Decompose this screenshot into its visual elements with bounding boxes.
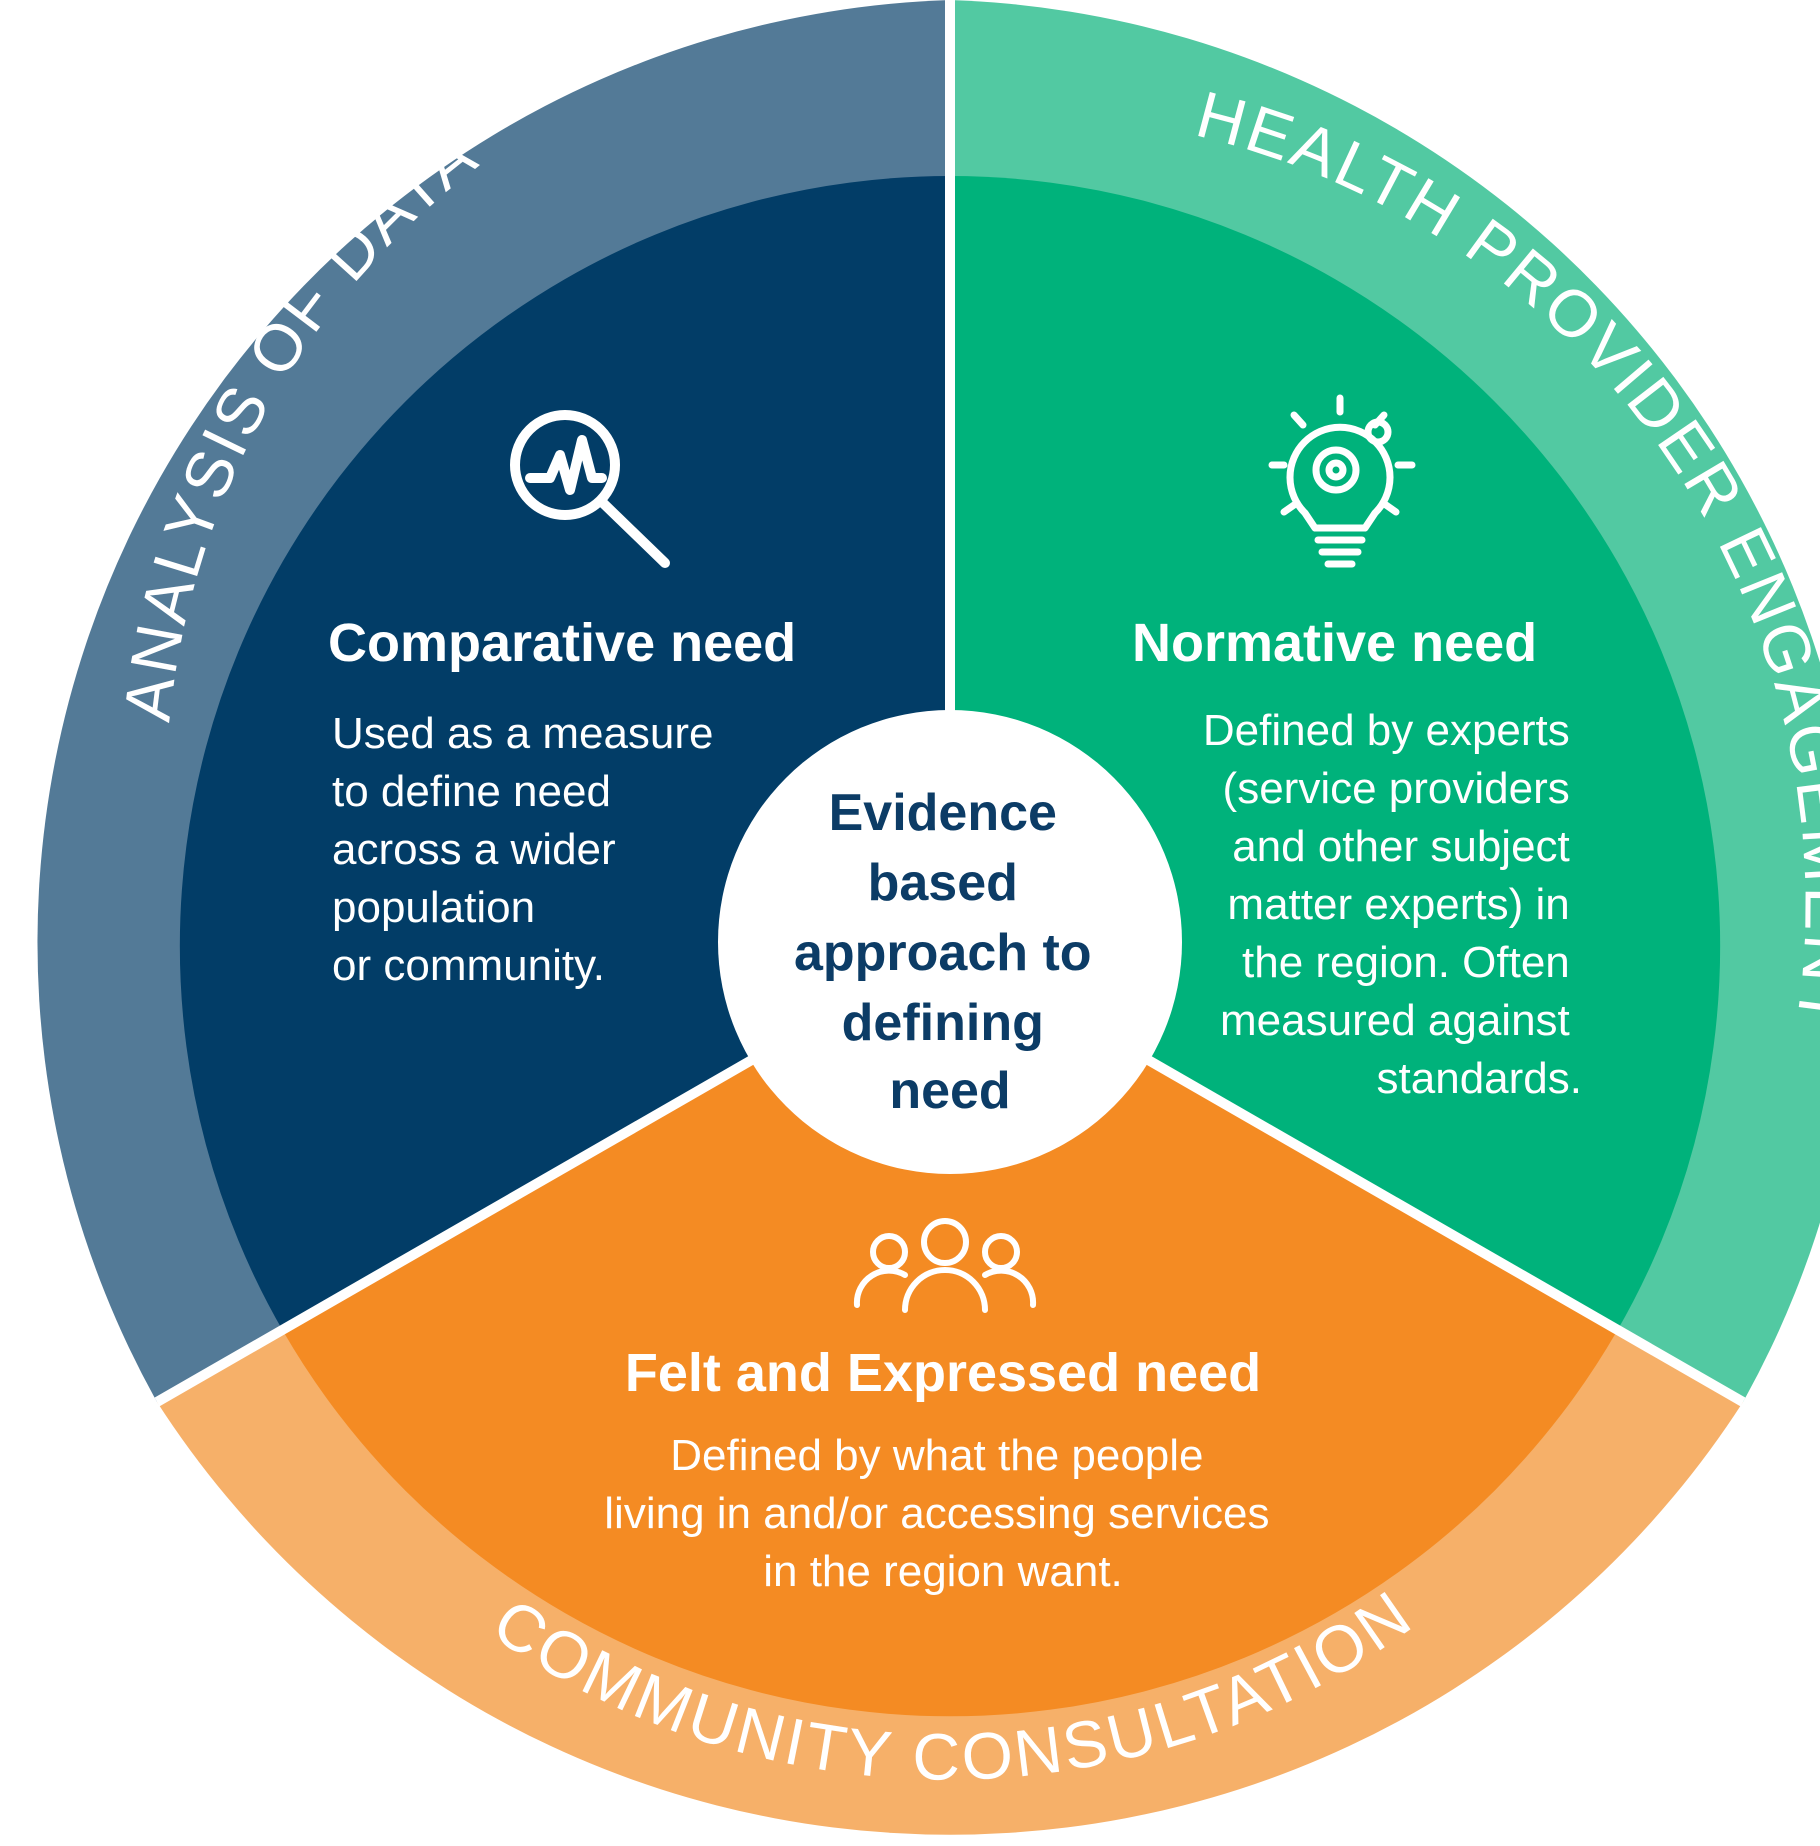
comparative-body-line-5: or community. [332, 941, 605, 990]
felt-body-line-3: in the region want. [763, 1547, 1123, 1596]
normative-body-line-7: standards. [1377, 1054, 1582, 1103]
center-line-1: Evidence [829, 784, 1057, 842]
felt-expressed-need-body: Defined by what the people living in and… [604, 1431, 1281, 1596]
comparative-body-line-4: population [332, 883, 535, 932]
normative-body-line-3: and other subject [1232, 822, 1570, 871]
center-line-2: based [868, 854, 1018, 912]
lightbulb-gear-icon [1268, 394, 1416, 568]
comparative-need-title: Comparative need [328, 613, 796, 673]
normative-body-line-1: Defined by experts [1203, 706, 1570, 755]
comparative-body-line-3: across a wider [332, 825, 616, 874]
felt-expressed-need-title: Felt and Expressed need [625, 1343, 1261, 1403]
magnifier-chart-icon [510, 410, 670, 568]
center-label: Evidence based approach to defining need [794, 784, 1106, 1120]
normative-body-line-6: measured against [1220, 996, 1570, 1045]
center-line-3: approach to [794, 924, 1092, 982]
normative-body-line-2: (service providers [1223, 764, 1570, 813]
comparative-need-body: Used as a measure to define need across … [332, 709, 726, 990]
comparative-body-line-2: to define need [332, 767, 611, 816]
felt-body-line-1: Defined by what the people [670, 1431, 1203, 1480]
people-group-icon [853, 1218, 1037, 1313]
felt-body-line-2: living in and/or accessing services [604, 1489, 1269, 1538]
normative-need-body: Defined by experts (service providers an… [1203, 706, 1582, 1103]
center-line-5: need [889, 1062, 1010, 1120]
center-line-4: defining [842, 994, 1044, 1052]
center-circle [718, 710, 1182, 1174]
normative-body-line-4: matter experts) in [1227, 880, 1569, 929]
normative-need-title: Normative need [1132, 613, 1537, 673]
comparative-body-line-1: Used as a measure [332, 709, 714, 758]
normative-body-line-5: the region. Often [1242, 938, 1570, 987]
